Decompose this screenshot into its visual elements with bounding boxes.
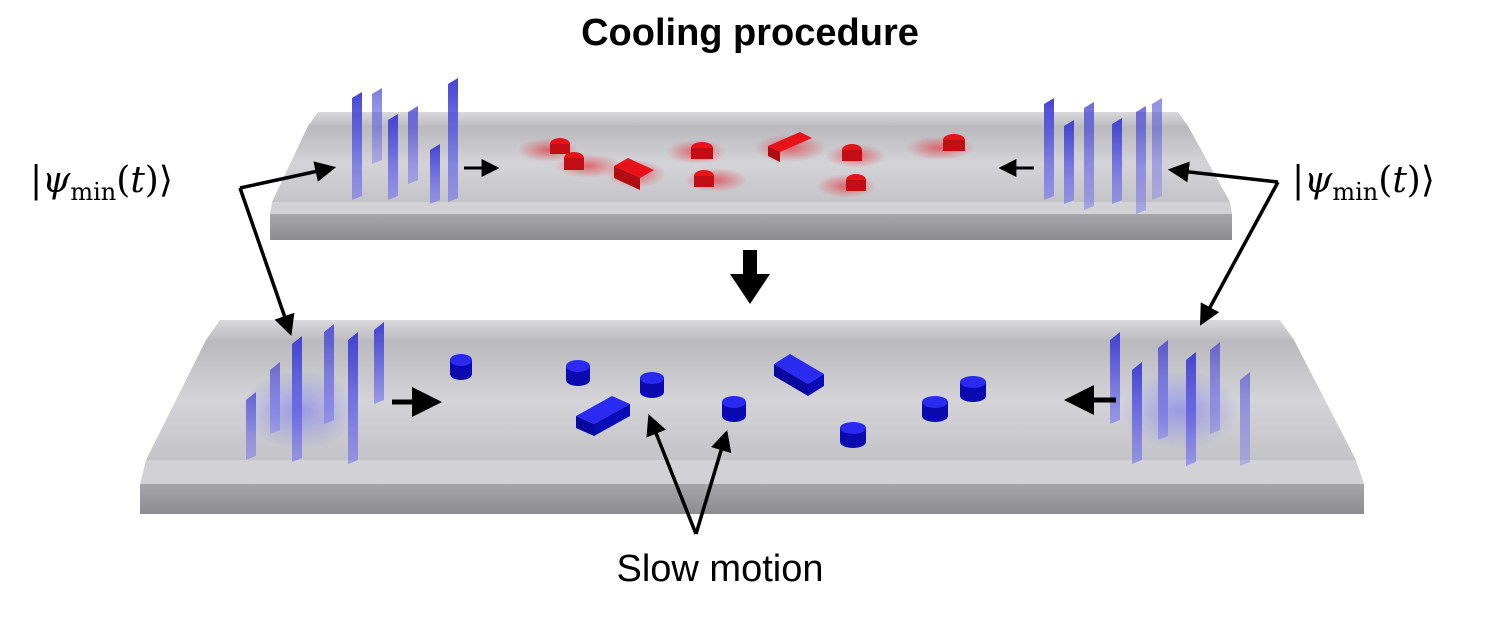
top-channel-floor: [272, 126, 1230, 202]
right-pointer-bottom: [1199, 181, 1280, 326]
ket-bracket: ⟩: [1420, 160, 1435, 201]
bottom-back-rail: [206, 320, 1294, 340]
paren-close: ): [1406, 160, 1421, 201]
bottom-right-barriers: [1110, 332, 1250, 466]
bra-bar: |: [1292, 160, 1305, 201]
paren-close: ): [144, 160, 159, 201]
slow-motion-caption: Slow motion: [616, 548, 824, 590]
subscript-min: min: [70, 178, 117, 206]
psi-symbol: ψ: [42, 160, 71, 201]
cold-particles: [450, 354, 986, 448]
state-label-left: |ψmin(t)⟩: [30, 160, 173, 206]
left-pointer-top: [239, 161, 337, 190]
caption-pointer-left: [646, 414, 698, 535]
top-channel: [270, 78, 1232, 240]
label-pointers: [238, 161, 1280, 535]
right-pointer-top: [1167, 161, 1279, 184]
top-front-face: [270, 214, 1232, 240]
top-back-rail: [308, 112, 1188, 126]
down-arrow-icon: [730, 250, 770, 304]
caption-pointer-right: [694, 429, 732, 535]
left-pointer-bottom: [238, 187, 295, 336]
top-right-barriers: [1044, 98, 1162, 214]
bottom-front-rail: [140, 460, 1364, 484]
bra-bar: |: [30, 160, 43, 201]
state-label-right: |ψmin(t)⟩: [1292, 160, 1435, 206]
paren-open: (: [1378, 160, 1393, 201]
bottom-left-barriers: [240, 322, 384, 464]
top-front-rail: [270, 202, 1232, 214]
figure-title: Cooling procedure: [581, 12, 919, 54]
time-variable: t: [1392, 160, 1407, 201]
bottom-channel: [140, 320, 1364, 514]
ket-bracket: ⟩: [158, 160, 173, 201]
top-left-barriers: [352, 78, 458, 204]
paren-open: (: [116, 160, 131, 201]
bottom-channel-floor: [146, 340, 1356, 460]
time-variable: t: [130, 160, 145, 201]
hot-particles: [518, 132, 974, 198]
subscript-min: min: [1332, 178, 1379, 206]
bottom-front-face: [140, 484, 1364, 514]
psi-symbol: ψ: [1304, 160, 1333, 201]
